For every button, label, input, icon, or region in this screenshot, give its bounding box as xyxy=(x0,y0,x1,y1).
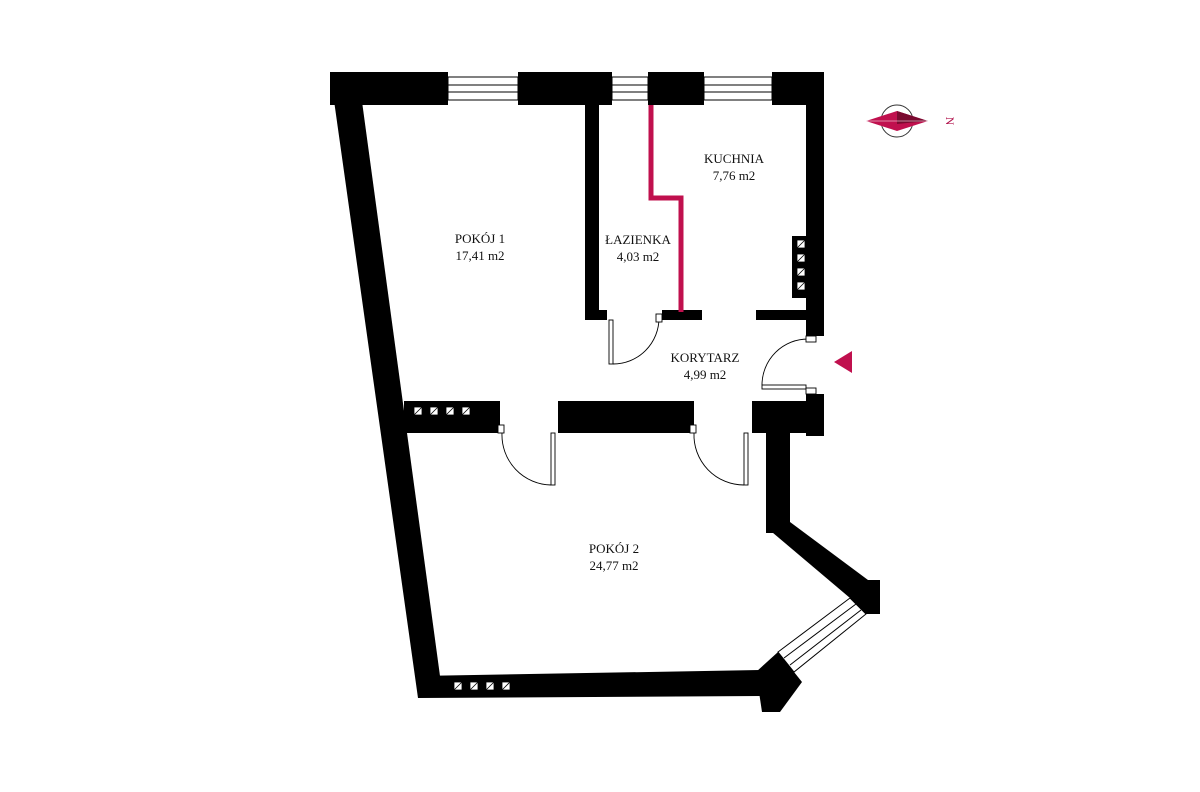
compass-icon: N xyxy=(866,104,957,138)
walls xyxy=(330,72,880,712)
doors xyxy=(497,313,817,486)
bottom-wall xyxy=(418,670,762,698)
room-labels: POKÓJ 1 17,41 m2 ŁAZIENKA 4,03 m2 KUCHNI… xyxy=(455,151,765,573)
kitchen-bottom-stub xyxy=(756,310,808,320)
bottom-wall-vents xyxy=(453,681,511,691)
entrance-arrow-icon xyxy=(834,351,852,373)
bathroom-bottom-stub xyxy=(585,310,607,320)
compass-north-label: N xyxy=(943,117,957,126)
window-room1 xyxy=(447,76,519,101)
top-wall-middle xyxy=(518,72,612,105)
room-name-kuchnia: KUCHNIA xyxy=(704,151,765,166)
room-name-pokoj2: POKÓJ 2 xyxy=(589,541,639,556)
bathroom-right-stub xyxy=(662,310,702,320)
window-kitchen xyxy=(703,76,773,101)
room-area-pokoj1: 17,41 m2 xyxy=(455,248,504,263)
door-bathroom xyxy=(608,313,663,365)
window-room2-bay xyxy=(777,597,867,673)
room-name-korytarz: KORYTARZ xyxy=(670,350,739,365)
bathroom-kitchen-partition-line xyxy=(648,105,684,312)
bathroom-left-wall xyxy=(585,105,599,317)
middle-wall-left xyxy=(404,401,500,433)
bay-lower-pillar xyxy=(756,652,802,712)
room-area-lazienka: 4,03 m2 xyxy=(617,249,660,264)
top-wall-between-windows xyxy=(648,72,704,105)
windows xyxy=(447,76,867,673)
kitchen-vent-column xyxy=(792,236,812,298)
room-area-pokoj2: 24,77 m2 xyxy=(589,558,638,573)
room-area-korytarz: 4,99 m2 xyxy=(684,367,727,382)
middle-wall-vents xyxy=(413,406,471,416)
room-name-lazienka: ŁAZIENKA xyxy=(605,232,671,247)
door-entrance xyxy=(761,335,817,395)
door-room2-right xyxy=(689,424,749,486)
door-room2-left xyxy=(497,424,556,486)
middle-wall-right xyxy=(752,401,824,433)
ventilation-ducts xyxy=(413,236,812,691)
window-bathroom xyxy=(611,76,649,101)
room-area-kuchnia: 7,76 m2 xyxy=(713,168,756,183)
room2-right-wall xyxy=(766,433,790,533)
room-name-pokoj1: POKÓJ 1 xyxy=(455,231,505,246)
middle-wall-center xyxy=(558,401,694,433)
left-outer-wall xyxy=(330,72,440,698)
bay-upper-wall xyxy=(766,522,868,598)
